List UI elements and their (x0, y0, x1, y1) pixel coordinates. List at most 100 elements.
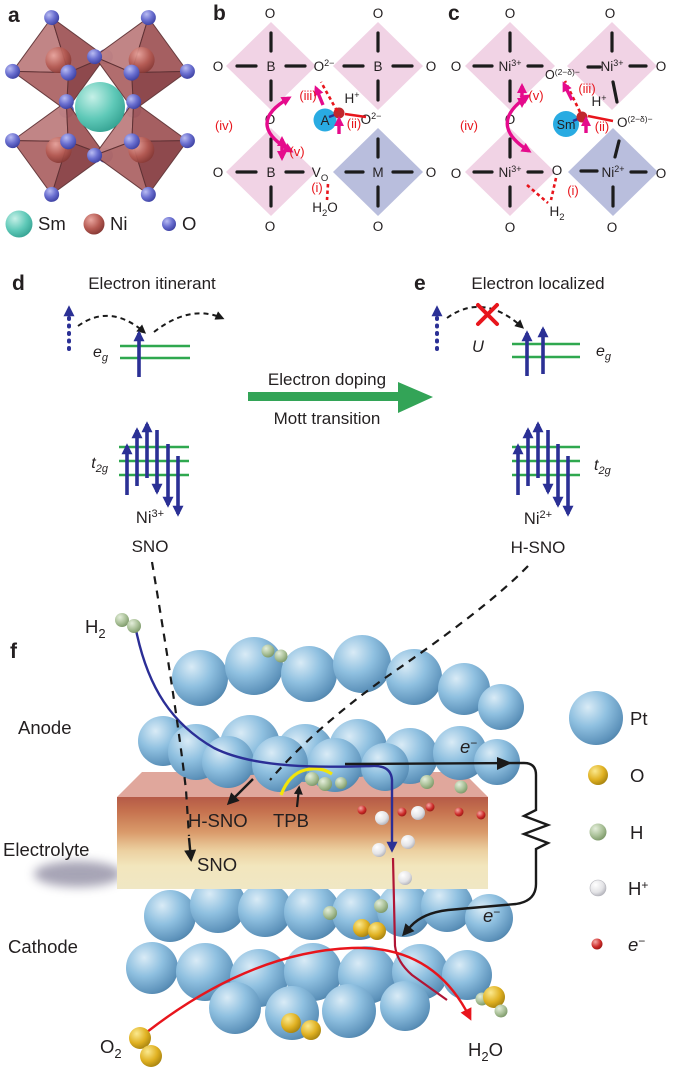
h2-molecule (115, 613, 141, 633)
label-i: (i) (311, 180, 323, 195)
o-site: O (213, 165, 224, 180)
proton-flow-continuation (391, 857, 448, 1001)
o-site: O (505, 220, 516, 235)
o-site: O (552, 163, 563, 178)
h-adatoms (261, 644, 468, 920)
pt-legend-icon (569, 691, 623, 745)
h2o-label: H2O (468, 1039, 503, 1064)
arrow-iii-dashed (319, 81, 339, 112)
a-dopant-label: A (320, 113, 329, 128)
ni3-ion-label: Ni3+ (136, 508, 164, 527)
o-site: O (656, 166, 667, 181)
octahedron-tile-dopant (333, 128, 423, 216)
o2-minus-site: O2− (361, 111, 382, 127)
t2g-label: t2g (594, 457, 612, 477)
wire-arrowhead (497, 757, 512, 770)
o-site: O (265, 112, 276, 127)
label-ii: (ii) (595, 119, 609, 134)
panel-d-electronic: d Electron itinerant eg t2g Ni3+ SNO (12, 272, 225, 556)
sm-legend-label: Sm (38, 213, 66, 234)
o-adatoms (281, 919, 386, 1040)
b-site: B (266, 59, 275, 74)
mott-transition-arrow: Electron doping Mott transition (248, 370, 433, 428)
tpb-arrow (293, 785, 303, 808)
octahedron-tile (567, 22, 657, 110)
o-2delta-site: O(2−δ)− (617, 114, 653, 130)
ni3-site: Ni3+ (498, 58, 521, 74)
panel-e-label: e (414, 272, 426, 295)
o-site: O (505, 6, 516, 21)
t2g-spins (121, 421, 184, 517)
octahedron-bottom-right (87, 94, 195, 202)
proton-dots (372, 806, 425, 885)
sm-ion (553, 111, 579, 137)
label-ii: (ii) (347, 116, 361, 131)
tpb-label: TPB (273, 810, 309, 831)
hop-arrow (77, 314, 147, 334)
sm-ion-label: Sm (557, 118, 576, 132)
octahedron-tile-reduced (568, 128, 658, 216)
o2-flow-path (146, 946, 472, 1033)
o2-label: O2 (100, 1036, 122, 1061)
o-legend-icon (162, 217, 176, 231)
mott-transition-label: Mott transition (274, 409, 381, 428)
bonds (472, 31, 648, 208)
slab-shadow (34, 861, 122, 887)
proton-label: H+ (344, 90, 359, 106)
panel-b-lattice: b O O O B O2− B O O O2− O B VO M O O O A… (213, 2, 437, 234)
hsno-arrow (226, 778, 254, 806)
b-site: B (373, 59, 382, 74)
eg-label: eg (93, 344, 109, 364)
arrow-iv (265, 96, 294, 153)
ni2-site: Ni2+ (601, 164, 624, 180)
o-legend-icon (588, 765, 608, 785)
o-site: O (607, 220, 618, 235)
sno-region-label: SNO (197, 854, 237, 875)
hplus-legend-icon (589, 879, 607, 897)
panel-a-crystal: a (5, 4, 196, 238)
label-i: (i) (567, 183, 579, 198)
o-2delta-site: O(2−δ)− (545, 67, 580, 82)
panel-f-label: f (10, 640, 18, 663)
panel-d-title: Electron itinerant (88, 274, 216, 293)
label-iii: (iii) (299, 88, 316, 103)
h-legend-label: H (630, 822, 643, 843)
o-site: O (451, 166, 462, 181)
o-legend-label: O (182, 213, 196, 234)
electron-dots (357, 802, 486, 820)
hubbard-u-label: U (472, 338, 484, 356)
octahedron-top-right (87, 10, 195, 118)
anode-label: Anode (18, 717, 72, 738)
tpb-highlight (279, 767, 333, 796)
o-site: O (373, 219, 384, 234)
h-legend-icon (589, 823, 607, 841)
arrow-iii (314, 85, 325, 106)
pt-legend-label: Pt (630, 708, 647, 729)
sm-legend-icon (5, 210, 33, 238)
b-site: B (266, 165, 275, 180)
sno-dashed-link (150, 561, 191, 837)
octahedron-tile (226, 22, 316, 110)
t2g-label: t2g (91, 455, 109, 475)
arrow-iv (505, 94, 532, 153)
label-iv: (iv) (460, 118, 478, 133)
electron-label-top: e− (460, 736, 477, 757)
octahedron-tile (333, 22, 423, 110)
label-iii: (iii) (578, 81, 595, 96)
label-v: (v) (289, 144, 304, 159)
oxygen-vacancy: VO (312, 165, 328, 184)
cathode-particles (126, 877, 513, 1040)
o-site: O (656, 59, 667, 74)
o-site: O (373, 6, 384, 21)
panel-f-legend: Pt O H H+ e− (569, 691, 648, 955)
panel-a-legend: Sm Ni O (5, 210, 196, 238)
water-label: H2O (312, 200, 338, 219)
hop-arrow (153, 311, 225, 333)
ni3-site: Ni3+ (498, 164, 521, 180)
label-iv: (iv) (215, 118, 233, 133)
cathode-label: Cathode (8, 936, 78, 957)
h2o-molecule (475, 986, 508, 1018)
eminus-legend-label: e− (628, 934, 645, 955)
octahedron-tile (465, 128, 555, 216)
sno-material-label: SNO (132, 537, 169, 556)
